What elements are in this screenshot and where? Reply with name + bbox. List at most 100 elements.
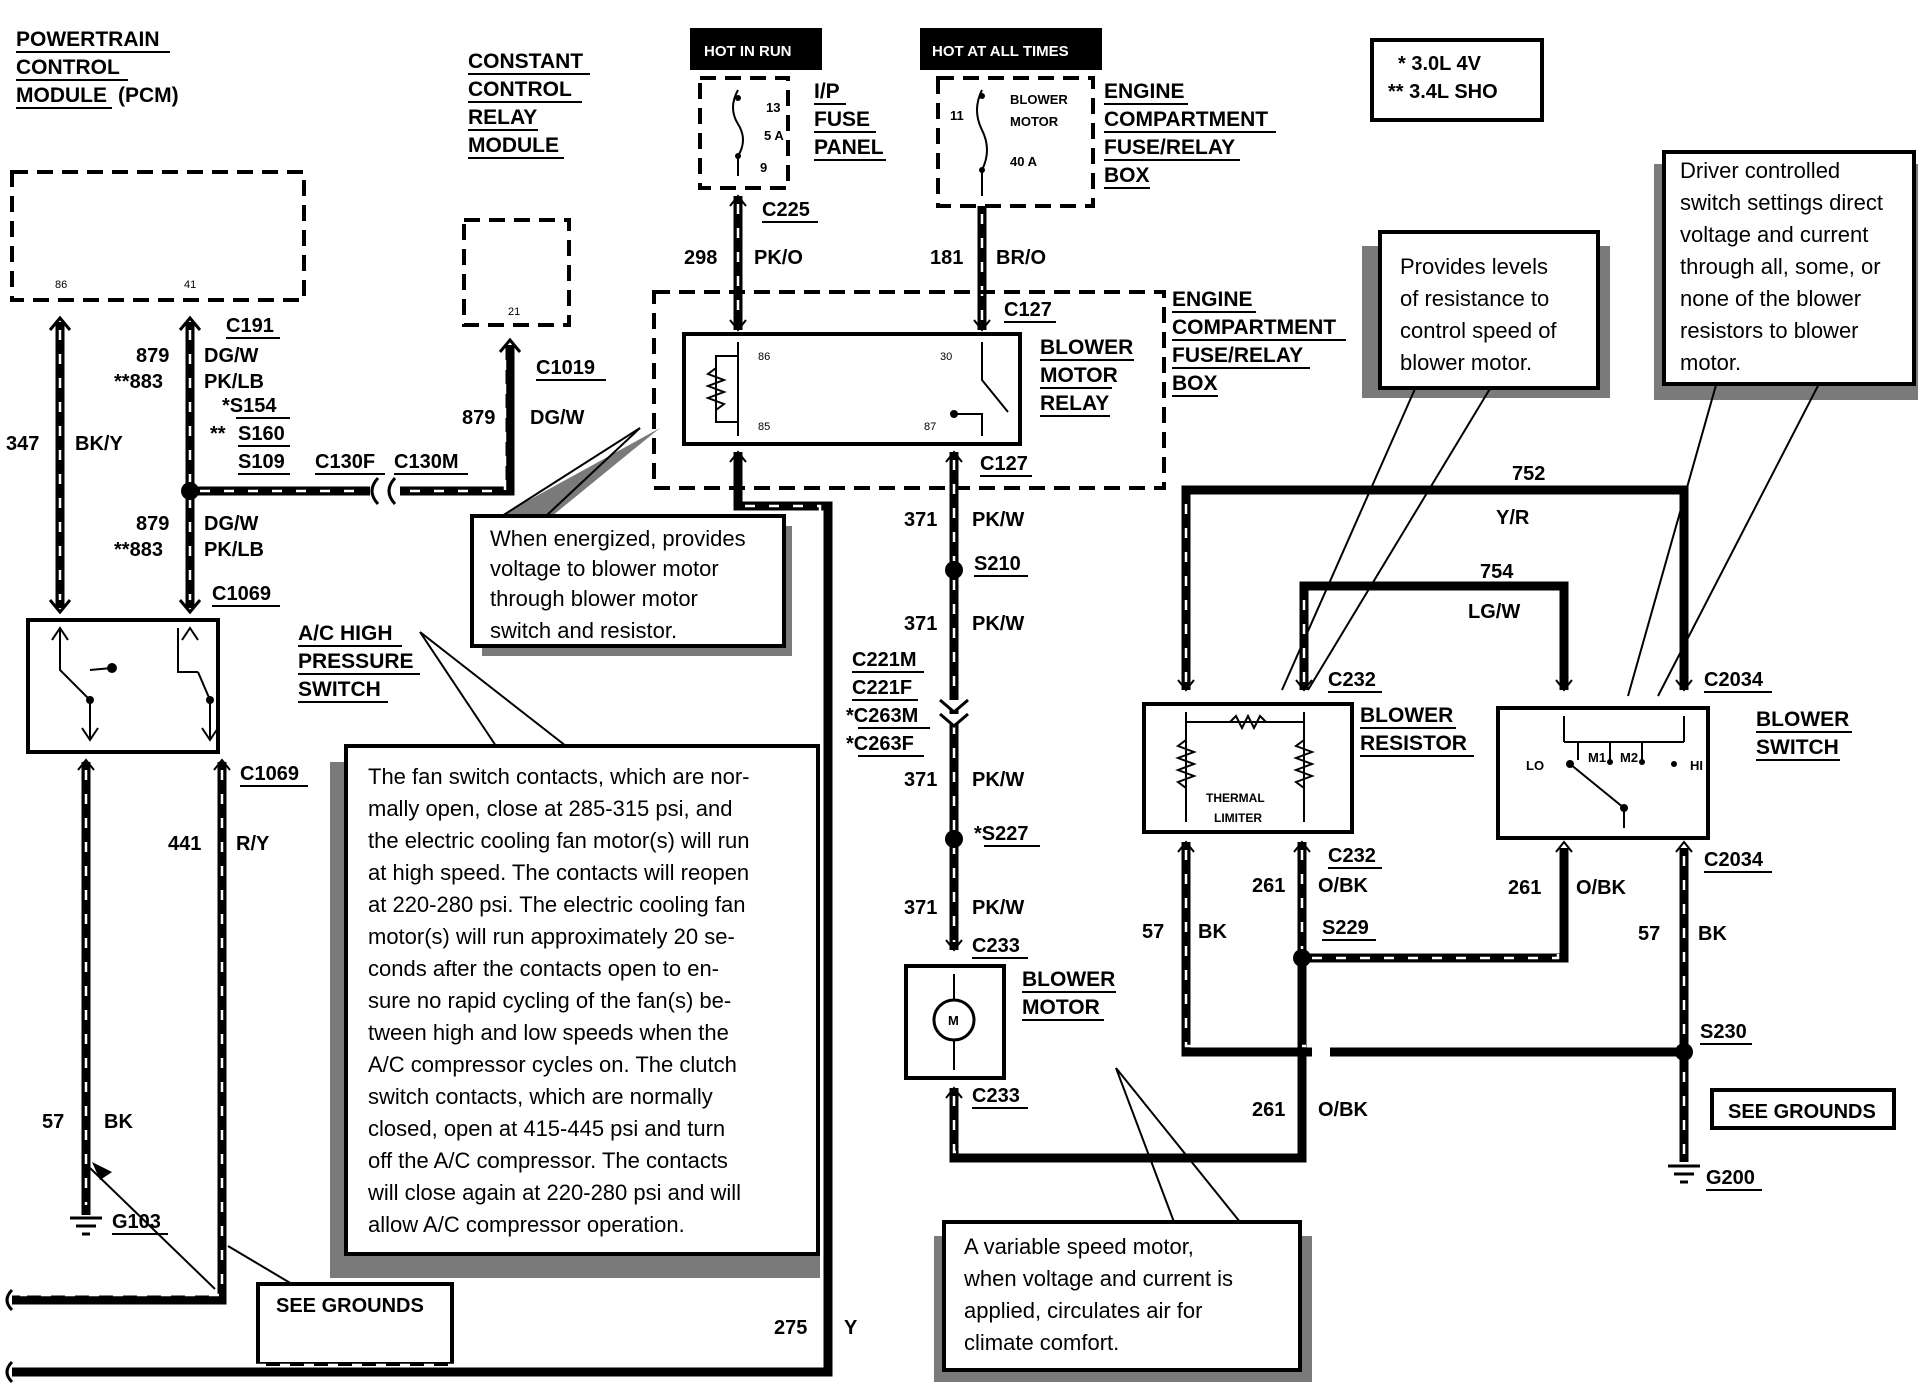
color-pkw-c: PK/W	[972, 769, 1024, 791]
switch-note-line-2: mally open, close at 285-315 psi, and	[368, 796, 732, 821]
fuse-13-rating: 5 A	[764, 128, 784, 143]
circuit-371-a: 371	[904, 509, 937, 531]
ecfrb-top-label-4: BOX	[1104, 164, 1150, 187]
connector-c233-top: C233	[972, 935, 1020, 957]
connector-c1069-top: C1069	[212, 583, 271, 605]
relay-pin-86: 86	[758, 351, 770, 363]
ip-fuse-label-3: PANEL	[814, 136, 884, 159]
circuit-57-switch: 57	[1638, 923, 1660, 945]
relay-note-line-2: voltage to blower motor	[490, 556, 719, 581]
connector-c263m: *C263M	[846, 705, 918, 727]
constant-control-relay-module: 21 CONSTANT CONTROL RELAY MODULE	[462, 50, 590, 327]
circuit-261-resistor: 261	[1252, 875, 1285, 897]
resistor-switch-feed-wires	[1177, 485, 1693, 692]
connector-c130f: C130F	[315, 451, 375, 473]
pcm-label-4: (PCM)	[118, 84, 179, 107]
relay-note-line-4: switch and resistor.	[490, 618, 677, 643]
blower-motor-label-2: MOTOR	[1022, 996, 1100, 1019]
blower-resistor-label-2: RESISTOR	[1360, 732, 1467, 755]
ccrm-pin-21: 21	[508, 306, 520, 318]
circuit-441: 441	[168, 833, 201, 855]
connector-c1069-bottom: C1069	[240, 763, 299, 785]
pcm-label-1: POWERTRAIN	[16, 28, 160, 51]
color-pklb-top: PK/LB	[204, 371, 264, 393]
splice-s229: S229	[1322, 917, 1369, 939]
color-y: Y	[844, 1317, 858, 1339]
driver-note-line-1: Driver controlled	[1680, 158, 1840, 183]
color-pkw-b: PK/W	[972, 613, 1024, 635]
motor-note-line-4: climate comfort.	[964, 1330, 1119, 1355]
pcm-pin-41: 41	[184, 279, 196, 291]
connector-c2034-bottom: C2034	[1704, 849, 1764, 871]
switch-note-line-3: the electric cooling fan motor(s) will r…	[368, 828, 749, 853]
resistor-note-line-4: blower motor.	[1400, 350, 1532, 375]
connector-c225: C225	[762, 199, 810, 221]
color-pklb-bottom: PK/LB	[204, 539, 264, 561]
circuit-347: 347	[6, 433, 39, 455]
pcm-label-3: MODULE	[16, 84, 107, 107]
relay-label-1: BLOWER	[1040, 336, 1133, 359]
relay-note-line-1: When energized, provides	[490, 526, 746, 551]
motor-symbol: M	[948, 1013, 959, 1028]
ecfrb-mid-label-3: FUSE/RELAY	[1172, 344, 1303, 367]
connector-c221f: C221F	[852, 677, 912, 699]
ecfrb-top-label-1: ENGINE	[1104, 80, 1185, 103]
blower-motor-label-1: BLOWER	[1022, 968, 1115, 991]
color-dgw-ccrm: DG/W	[530, 407, 585, 429]
circuit-879-top: 879	[136, 345, 169, 367]
legend-3-0l: * 3.0L 4V	[1398, 53, 1482, 75]
circuit-371-b: 371	[904, 613, 937, 635]
blower-motor-note: A variable speed motor, when voltage and…	[934, 1067, 1312, 1382]
switch-note: Driver controlled switch settings direct…	[1627, 150, 1918, 697]
splice-s154: *S154	[222, 395, 277, 417]
connector-c233-bottom: C233	[972, 1085, 1020, 1107]
color-bk-left: BK	[104, 1111, 133, 1133]
color-bk-resistor: BK	[1198, 921, 1227, 943]
motor-note-line-2: when voltage and current is	[963, 1266, 1233, 1291]
pcm-wires	[48, 315, 522, 615]
legend-box: * 3.0L 4V ** 3.4L SHO	[1370, 38, 1544, 122]
connector-c1019: C1019	[536, 357, 595, 379]
splice-s160: S160	[238, 423, 285, 445]
relay-note-line-3: through blower motor	[490, 586, 698, 611]
splice-s227: *S227	[974, 823, 1029, 845]
relay-pin-85: 85	[758, 421, 770, 433]
relay-note: When energized, provides voltage to blow…	[470, 427, 792, 656]
ac-switch-label-3: SWITCH	[298, 678, 381, 701]
relay-label-2: MOTOR	[1040, 364, 1118, 387]
circuit-181: 181	[930, 247, 963, 269]
circuit-883-top: **883	[114, 371, 163, 393]
ip-fuse-label-2: FUSE	[814, 108, 870, 131]
switch-note-line-8: sure no rapid cycling of the fan(s) be-	[368, 988, 731, 1013]
resistor-note-line-2: of resistance to	[1400, 286, 1549, 311]
color-bk-switch: BK	[1698, 923, 1727, 945]
connector-c232-top: C232	[1328, 669, 1376, 691]
circuit-879-ccrm: 879	[462, 407, 495, 429]
color-dgw-bottom: DG/W	[204, 513, 259, 535]
circuit-57-left: 57	[42, 1111, 64, 1133]
motor-ground-wire	[945, 962, 1307, 1163]
splice-s230: S230	[1700, 1021, 1747, 1043]
motor-note-line-3: applied, circulates air for	[964, 1298, 1202, 1323]
blower-resistor: THERMAL LIMITER BLOWER RESISTOR	[1142, 702, 1474, 834]
switch-note-line-13: off the A/C compressor. The contacts	[368, 1148, 728, 1173]
color-obk-resistor: O/BK	[1318, 875, 1369, 897]
relay-pin-30: 30	[940, 351, 952, 363]
ecfrb-top-label-3: FUSE/RELAY	[1104, 136, 1235, 159]
pressure-switch-note: The fan switch contacts, which are nor- …	[330, 631, 820, 1278]
circuit-883-bottom: **883	[114, 539, 163, 561]
switch-note-line-11: switch contacts, which are normally	[368, 1084, 713, 1109]
switch-pos-m2: M2	[1620, 750, 1638, 765]
see-grounds-right: SEE GROUNDS	[1710, 1088, 1896, 1130]
resistor-note-line-1: Provides levels	[1400, 254, 1548, 279]
ac-switch-label-2: PRESSURE	[298, 650, 414, 673]
blower-motor: M BLOWER MOTOR	[904, 964, 1116, 1080]
circuit-371-c: 371	[904, 769, 937, 791]
ecfrb-top-label-2: COMPARTMENT	[1104, 108, 1268, 131]
ccrm-label-3: RELAY	[468, 106, 537, 129]
ecfrb-mid-label-1: ENGINE	[1172, 288, 1253, 311]
circuit-57-resistor: 57	[1142, 921, 1164, 943]
circuit-879-bottom: 879	[136, 513, 169, 535]
blower-switch-label-2: SWITCH	[1756, 736, 1839, 759]
